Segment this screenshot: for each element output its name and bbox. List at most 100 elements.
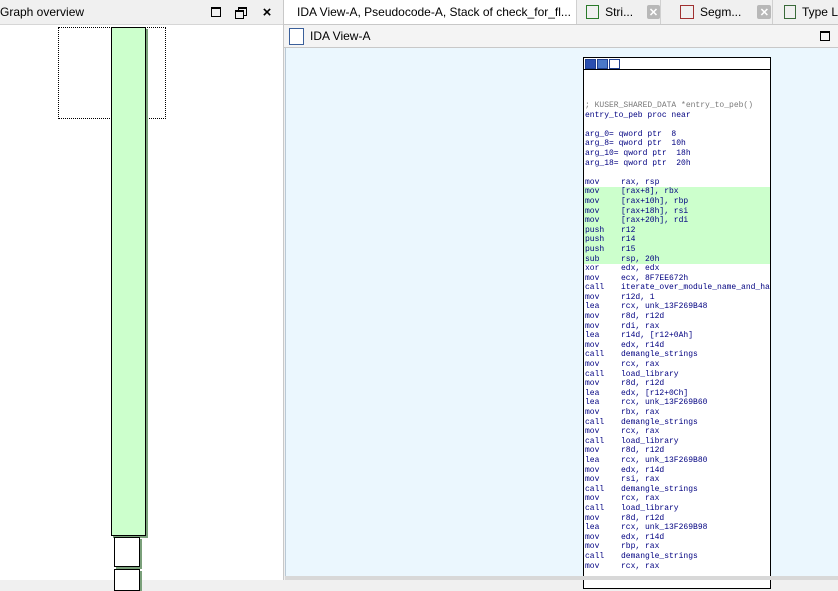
mnemonic: mov	[585, 274, 621, 284]
operands: r8d, r12d	[621, 446, 664, 455]
operands: load_library	[621, 437, 679, 446]
instruction-line[interactable]: mov[rax+20h], rdi	[584, 216, 770, 226]
arg-definition[interactable]: arg_8= qword ptr 10h	[584, 139, 770, 149]
mnemonic: mov	[585, 207, 621, 217]
operands: iterate_over_module_name_and_hash	[621, 283, 771, 292]
mnemonic: mov	[585, 427, 621, 437]
operands: rsp, 20h	[621, 255, 659, 264]
operands: ecx, 8F7EE672h	[621, 274, 688, 283]
proc-declaration[interactable]: entry_to_peb proc near	[584, 111, 770, 121]
code-block-node[interactable]: ; KUSER_SHARED_DATA *entry_to_peb() entr…	[583, 57, 771, 589]
segments-icon	[680, 5, 694, 19]
close-icon[interactable]: ✕	[647, 5, 660, 19]
operands: rcx, unk_13F269B80	[621, 456, 707, 465]
operands: r8d, r12d	[621, 379, 664, 388]
operands: rcx, unk_13F269B60	[621, 398, 707, 407]
overview-node-block[interactable]	[111, 27, 146, 536]
tab-types[interactable]: Type L	[778, 0, 838, 24]
operands: [rax+18h], rsi	[621, 207, 688, 216]
graph-overview-titlebar: Graph overview ×	[0, 0, 283, 25]
graph-icon[interactable]	[597, 59, 608, 69]
mnemonic: mov	[585, 216, 621, 226]
mnemonic: sub	[585, 255, 621, 265]
tab-label: IDA View-A, Pseudocode-A, Stack of check…	[297, 5, 571, 19]
maximize-icon[interactable]	[208, 4, 224, 20]
instruction-line[interactable]: mov[rax+18h], rsi	[584, 207, 770, 217]
overview-node-small[interactable]	[114, 537, 140, 567]
operands: rsi, rax	[621, 475, 659, 484]
tab-segments[interactable]: Segm... ✕	[674, 0, 773, 24]
operands: r15	[621, 245, 635, 254]
graph-overview-canvas[interactable]	[0, 25, 283, 580]
operands: rcx, unk_13F269B48	[621, 302, 707, 311]
mnemonic: push	[585, 245, 621, 255]
mnemonic: push	[585, 235, 621, 245]
mnemonic: lea	[585, 302, 621, 312]
mnemonic: lea	[585, 389, 621, 399]
operands: edx, edx	[621, 264, 659, 273]
arg-definition[interactable]: arg_10= qword ptr 18h	[584, 149, 770, 159]
restore-icon[interactable]	[233, 4, 249, 20]
operands: rcx, unk_13F269B98	[621, 523, 707, 532]
instruction-line[interactable]: mov[rax+10h], rbp	[584, 197, 770, 207]
close-icon[interactable]: ×	[259, 4, 275, 20]
operands: demangle_strings	[621, 350, 698, 359]
operands: load_library	[621, 504, 679, 513]
mnemonic: mov	[585, 408, 621, 418]
mnemonic: mov	[585, 475, 621, 485]
operands: r14d, [r12+0Ah]	[621, 331, 693, 340]
close-icon[interactable]: ✕	[757, 5, 771, 19]
graph-canvas[interactable]: ; KUSER_SHARED_DATA *entry_to_peb() entr…	[285, 48, 838, 580]
group-icon[interactable]	[609, 59, 620, 69]
arg-definition[interactable]: arg_0= qword ptr 8	[584, 130, 770, 140]
arg-definition[interactable]: arg_18= qword ptr 20h	[584, 159, 770, 169]
horizontal-scrollbar[interactable]	[285, 576, 838, 580]
disassembly-listing[interactable]: ; KUSER_SHARED_DATA *entry_to_peb() entr…	[584, 70, 770, 571]
overview-node-small[interactable]	[114, 569, 140, 591]
tab-ida-view[interactable]: IDA View-A, Pseudocode-A, Stack of check…	[284, 0, 577, 24]
color-icon[interactable]	[585, 59, 596, 69]
instruction-line[interactable]: mov[rax+8], rbx	[584, 187, 770, 197]
tab-strings[interactable]: Stri... ✕	[580, 0, 661, 24]
maximize-icon[interactable]	[820, 31, 830, 41]
